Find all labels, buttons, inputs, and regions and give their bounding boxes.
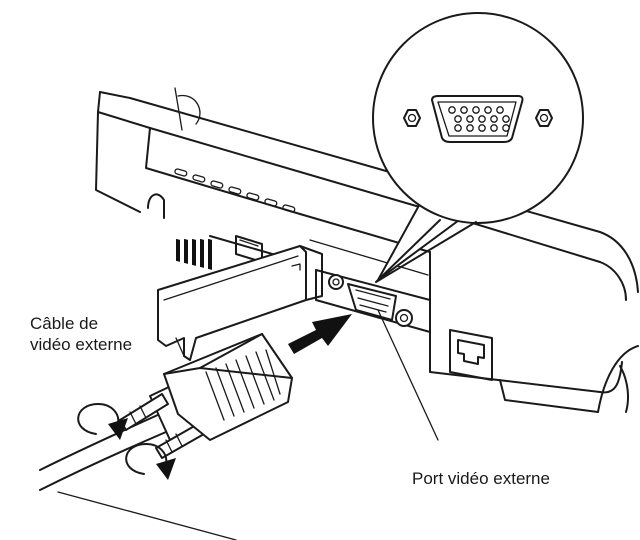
port-cover-flap: [157, 245, 323, 361]
vent-slots-top: [174, 168, 296, 213]
laptop-body: [95, 87, 639, 413]
cable-label-line-2: vidéo externe: [30, 335, 133, 354]
vga-pins: [448, 106, 510, 132]
vga-screw-left-icon: [403, 109, 421, 127]
insert-arrow-icon: [288, 314, 352, 354]
screw-rotation-arrow-icon: [77, 403, 176, 480]
vga-port-magnified-callout: [372, 12, 584, 283]
external-video-cable-label: Câble de vidéo externe: [30, 313, 132, 355]
cable-label-line-1: Câble de: [30, 314, 99, 333]
network-port: [449, 329, 493, 381]
vga-port-icon: [315, 269, 431, 333]
vent-grille: [176, 238, 212, 270]
vga-screw-right-icon: [535, 109, 553, 127]
external-video-port-label: Port vidéo externe: [412, 469, 550, 488]
vga-connector-icon: [39, 333, 293, 491]
leader-lines: [57, 309, 439, 540]
